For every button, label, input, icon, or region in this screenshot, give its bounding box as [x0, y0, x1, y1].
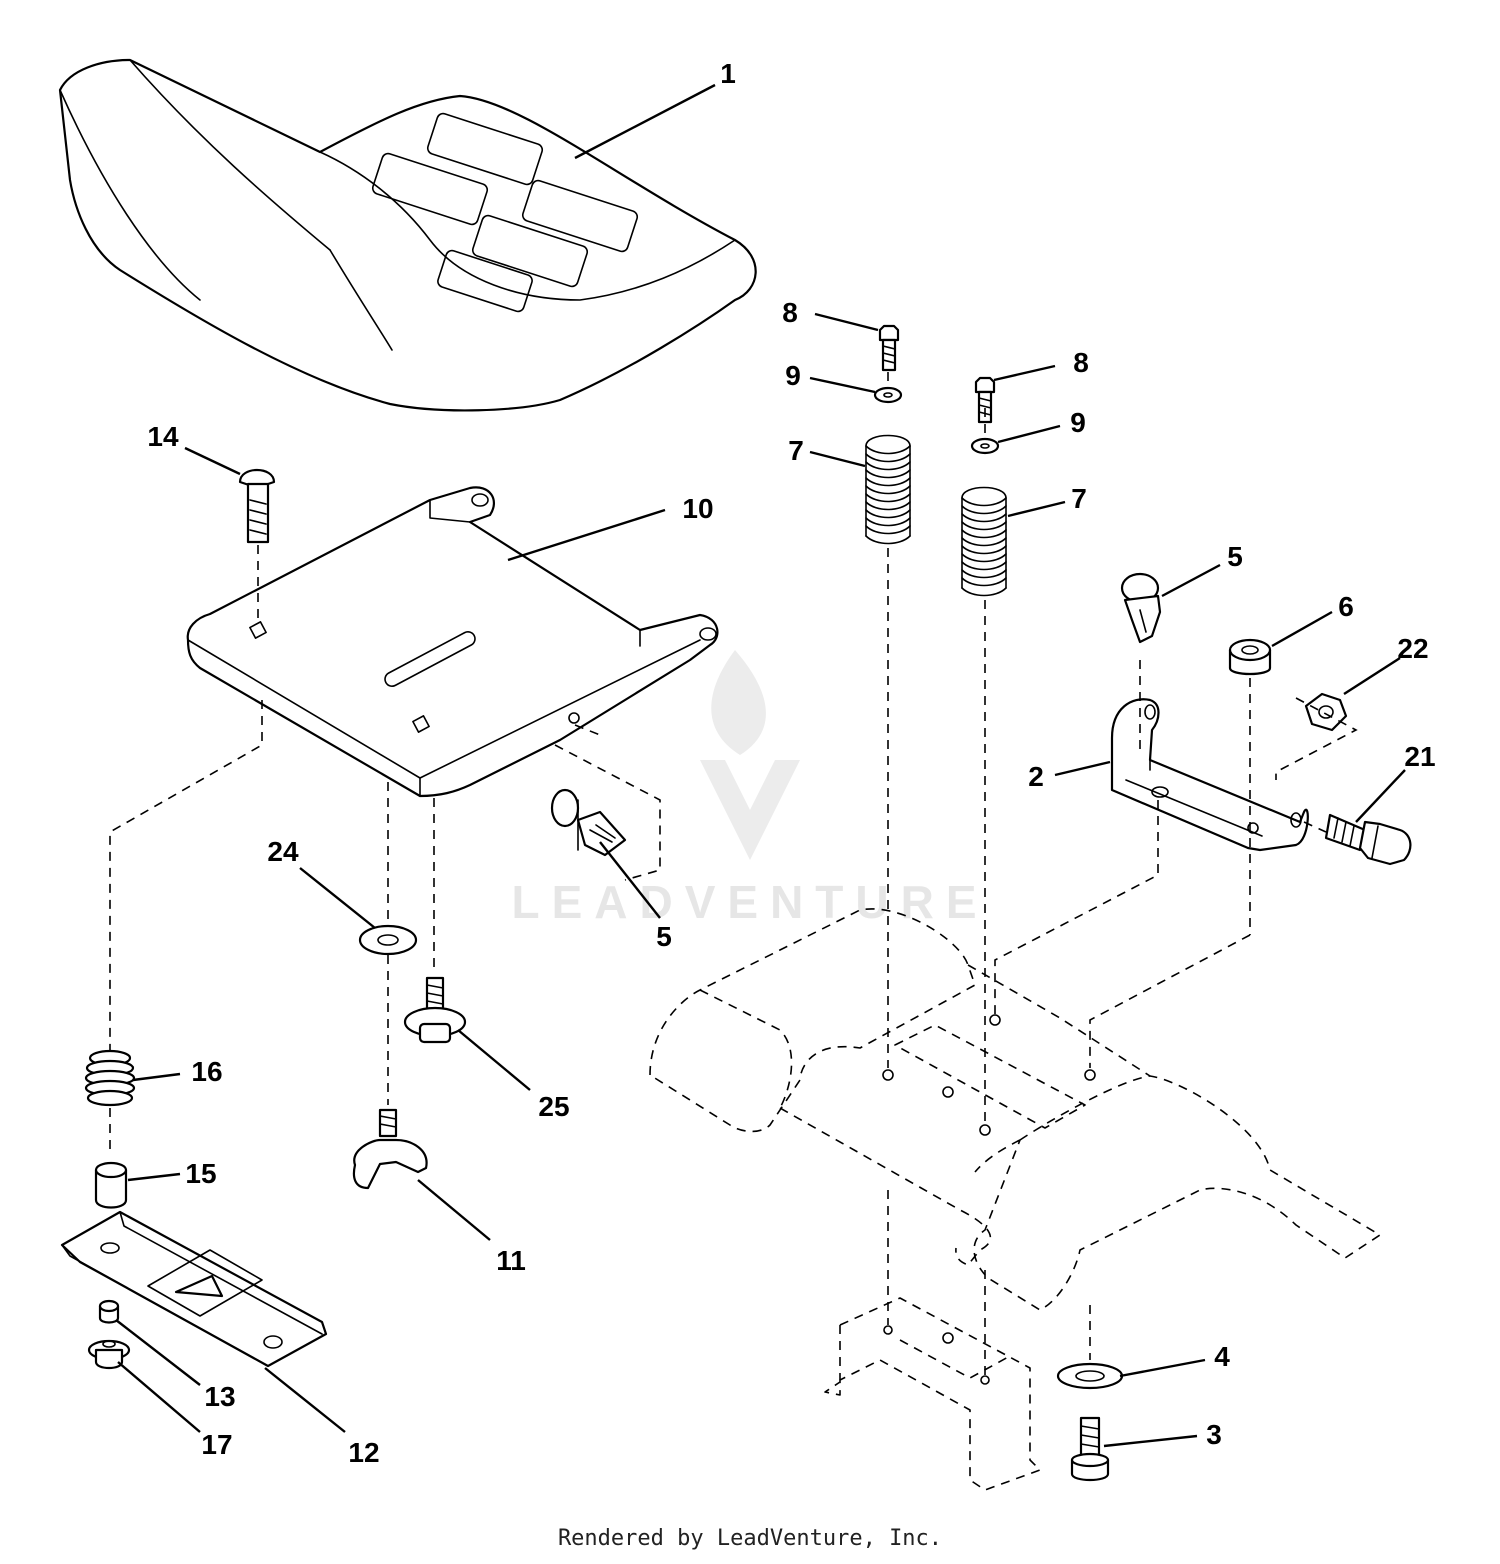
- callout-9-left: 9: [785, 360, 801, 391]
- callout-4: 4: [1214, 1341, 1230, 1372]
- nut-13: [98, 1299, 120, 1324]
- callout-17: 17: [201, 1429, 232, 1460]
- tractor-frame-phantom: [649, 908, 1381, 1491]
- callout-7-right: 7: [1071, 483, 1087, 514]
- carriage-bolt: [238, 469, 276, 544]
- watermark-text: LEADVENTURE: [511, 876, 988, 928]
- callout-1: 1: [720, 58, 736, 89]
- leader-lines: [115, 83, 1406, 1448]
- hex-bolt-3: [1070, 1416, 1110, 1482]
- callout-5-left: 5: [656, 921, 672, 952]
- callout-5-right: 5: [1227, 541, 1243, 572]
- callout-7-left: 7: [788, 435, 804, 466]
- callout-15: 15: [185, 1158, 216, 1189]
- seat: [58, 58, 757, 412]
- callout-10: 10: [682, 493, 713, 524]
- callout-14: 14: [147, 421, 179, 452]
- seat-pan: [186, 486, 719, 798]
- callout-12: 12: [348, 1437, 379, 1468]
- washer-4: [1056, 1362, 1124, 1390]
- callout-2: 2: [1028, 761, 1044, 792]
- callout-24: 24: [267, 836, 299, 867]
- callout-25: 25: [538, 1091, 569, 1122]
- watermark: LEADVENTURE: [511, 650, 988, 928]
- washer-24: [358, 924, 418, 956]
- assembly-lines-left: [109, 545, 661, 1155]
- callout-11: 11: [496, 1245, 526, 1276]
- assembly-lines-right: [887, 660, 1358, 1375]
- callout-3: 3: [1206, 1419, 1222, 1450]
- washer-9-left: [873, 386, 903, 404]
- callout-21: 21: [1404, 741, 1435, 772]
- callout-9-right: 9: [1070, 407, 1086, 438]
- callouts: 1 2 3 4 5 5 6 7 7 8 8 9 9 10 11 12 13 14…: [147, 58, 1435, 1468]
- callout-16: 16: [191, 1056, 222, 1087]
- callout-8-right: 8: [1073, 347, 1089, 378]
- callout-8-left: 8: [782, 297, 798, 328]
- nut-22: [1304, 692, 1348, 732]
- shoulder-bolt-21: [1324, 813, 1412, 866]
- washer-9-right: [970, 437, 1000, 455]
- render-credit: Rendered by LeadVenture, Inc.: [557, 1526, 943, 1551]
- shoulder-bolt: [403, 976, 467, 1044]
- seat-bracket-plate: [60, 1210, 328, 1368]
- spacer: [94, 1161, 128, 1209]
- seat-bracket: [1110, 698, 1309, 852]
- callout-13: 13: [204, 1381, 235, 1412]
- callout-22: 22: [1397, 633, 1428, 664]
- spring-7-left: [865, 434, 911, 545]
- seat-clip-left: [550, 788, 627, 857]
- wing-knob: [352, 1108, 428, 1190]
- lock-nut-6: [1228, 638, 1272, 676]
- bolt-8-left: [878, 324, 900, 372]
- flange-nut-17: [87, 1339, 131, 1370]
- spring-16: [84, 1049, 136, 1107]
- spring-7-right: [961, 486, 1007, 597]
- callout-6: 6: [1338, 591, 1354, 622]
- seat-clip-right: [1120, 572, 1162, 644]
- bolt-8-right: [974, 376, 996, 424]
